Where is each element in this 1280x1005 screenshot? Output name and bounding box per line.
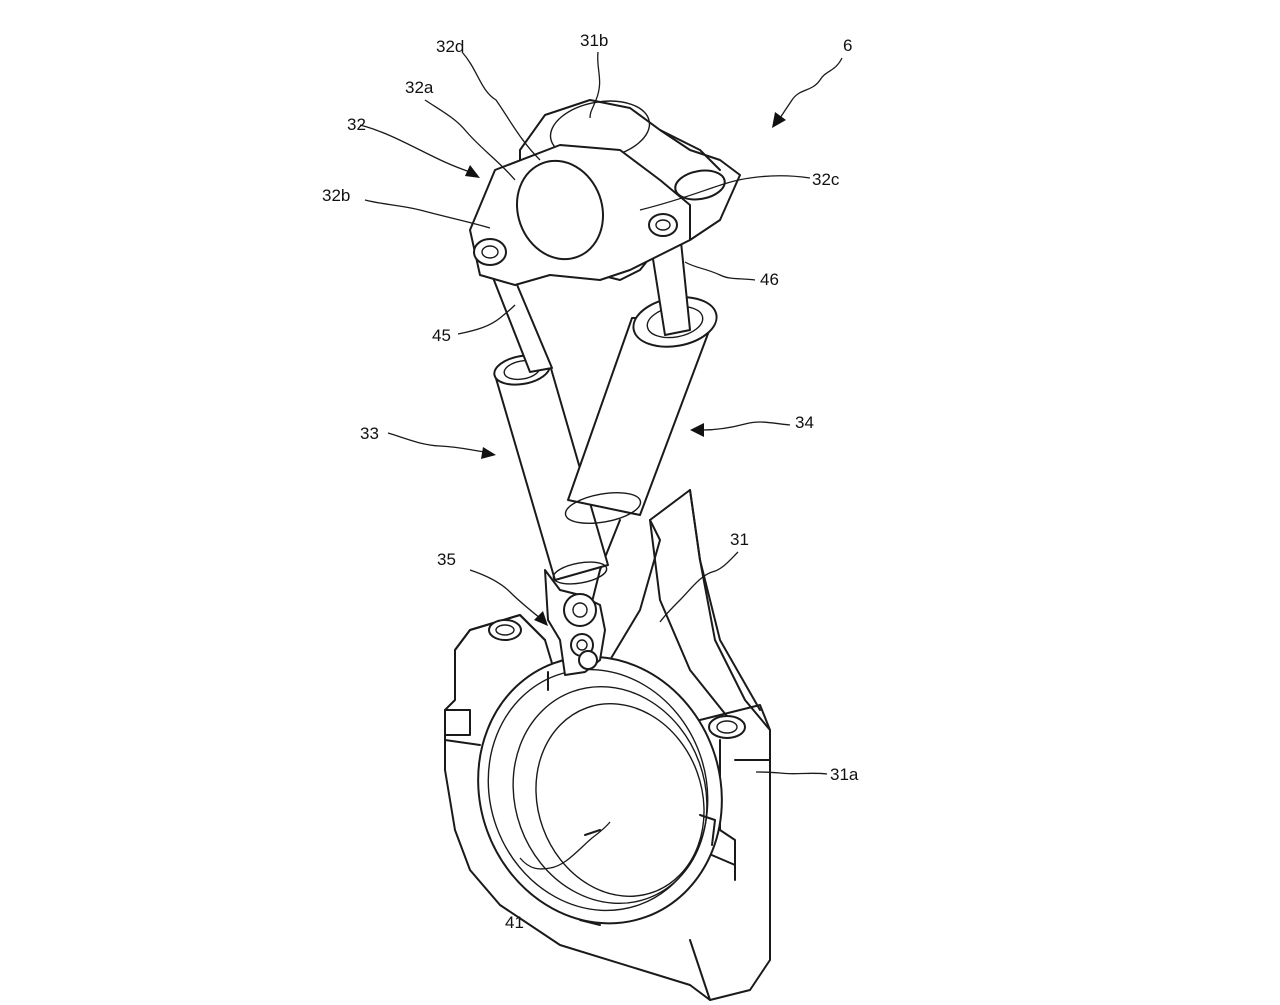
label-34: 34 [795, 413, 814, 432]
label-32b: 32b [322, 186, 350, 205]
label-6: 6 [843, 36, 852, 55]
label-32a: 32a [405, 78, 434, 97]
label-41: 41 [505, 913, 524, 932]
label-33: 33 [360, 424, 379, 443]
label-35: 35 [437, 550, 456, 569]
label-31a: 31a [830, 765, 859, 784]
label-32: 32 [347, 115, 366, 134]
label-31: 31 [730, 530, 749, 549]
label-32c: 32c [812, 170, 840, 189]
label-45: 45 [432, 326, 451, 345]
label-31b: 31b [580, 31, 608, 50]
cylinder-34 [563, 291, 720, 528]
label-32d: 32d [436, 37, 464, 56]
label-46: 46 [760, 270, 779, 289]
